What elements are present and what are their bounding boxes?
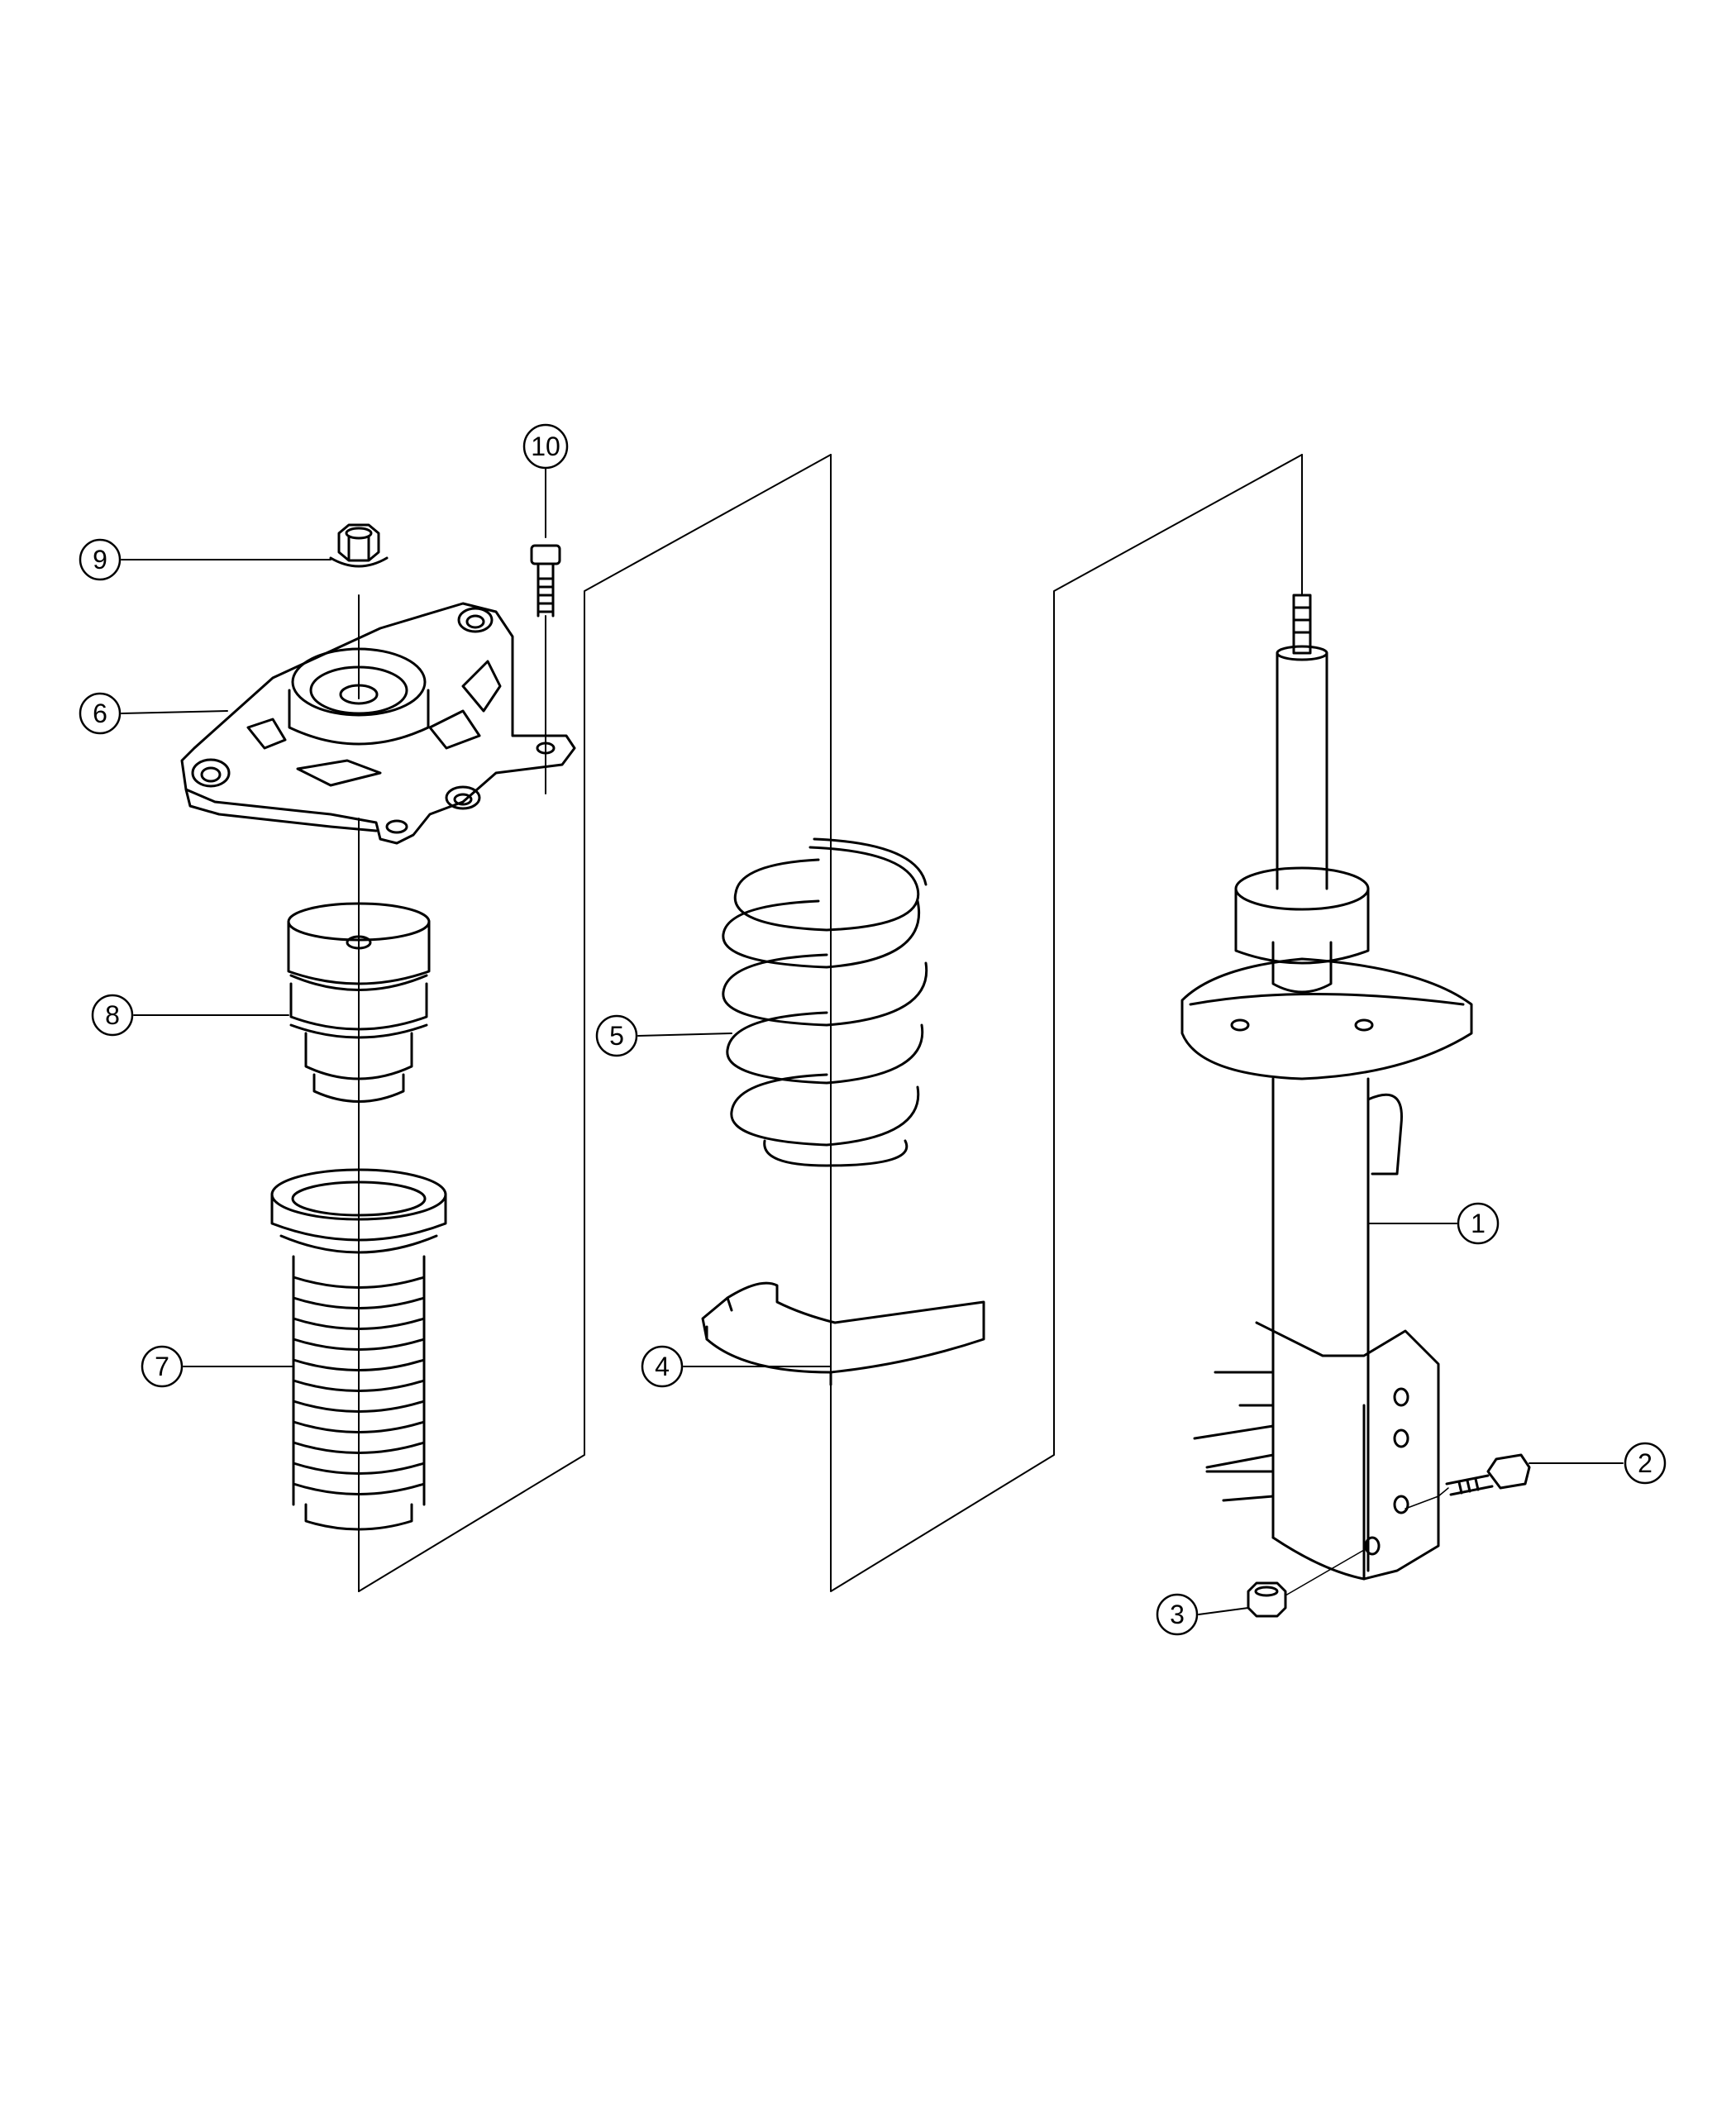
callout-7[interactable]: 7 — [141, 1345, 184, 1388]
callout-2-label: 2 — [1638, 1448, 1653, 1478]
callouts: 1 2 3 4 5 6 7 8 — [79, 423, 1667, 1636]
coil-spring-part — [722, 837, 928, 1167]
leader-lines — [121, 466, 1624, 1615]
callout-8[interactable]: 8 — [91, 994, 134, 1037]
strut-assembly-part — [1180, 594, 1473, 1581]
dust-boot-part — [270, 1168, 447, 1531]
bolt-part — [1405, 1453, 1531, 1509]
callout-8-label: 8 — [105, 1000, 120, 1030]
callout-3-label: 3 — [1170, 1600, 1185, 1629]
callout-10[interactable]: 10 — [522, 423, 569, 470]
callout-1[interactable]: 1 — [1457, 1202, 1500, 1245]
mount-nut-part — [329, 523, 389, 568]
callout-7-label: 7 — [155, 1352, 169, 1381]
callout-4-label: 4 — [655, 1352, 670, 1381]
callout-5[interactable]: 5 — [595, 1014, 638, 1057]
callout-5-label: 5 — [609, 1021, 624, 1051]
callout-10-label: 10 — [531, 432, 560, 461]
callout-2[interactable]: 2 — [1624, 1442, 1667, 1485]
upper-strut-mount-part — [180, 602, 576, 845]
callout-1-label: 1 — [1471, 1209, 1486, 1238]
callout-9[interactable]: 9 — [79, 538, 122, 581]
nut-part — [1247, 1549, 1365, 1618]
callout-9-label: 9 — [93, 545, 107, 575]
jounce-bumper-part — [287, 902, 431, 1103]
callout-6-label: 6 — [93, 699, 107, 728]
callout-6[interactable]: 6 — [79, 692, 122, 735]
mount-bolt-part — [530, 544, 561, 618]
callout-4[interactable]: 4 — [641, 1345, 684, 1388]
callout-3[interactable]: 3 — [1156, 1593, 1199, 1636]
